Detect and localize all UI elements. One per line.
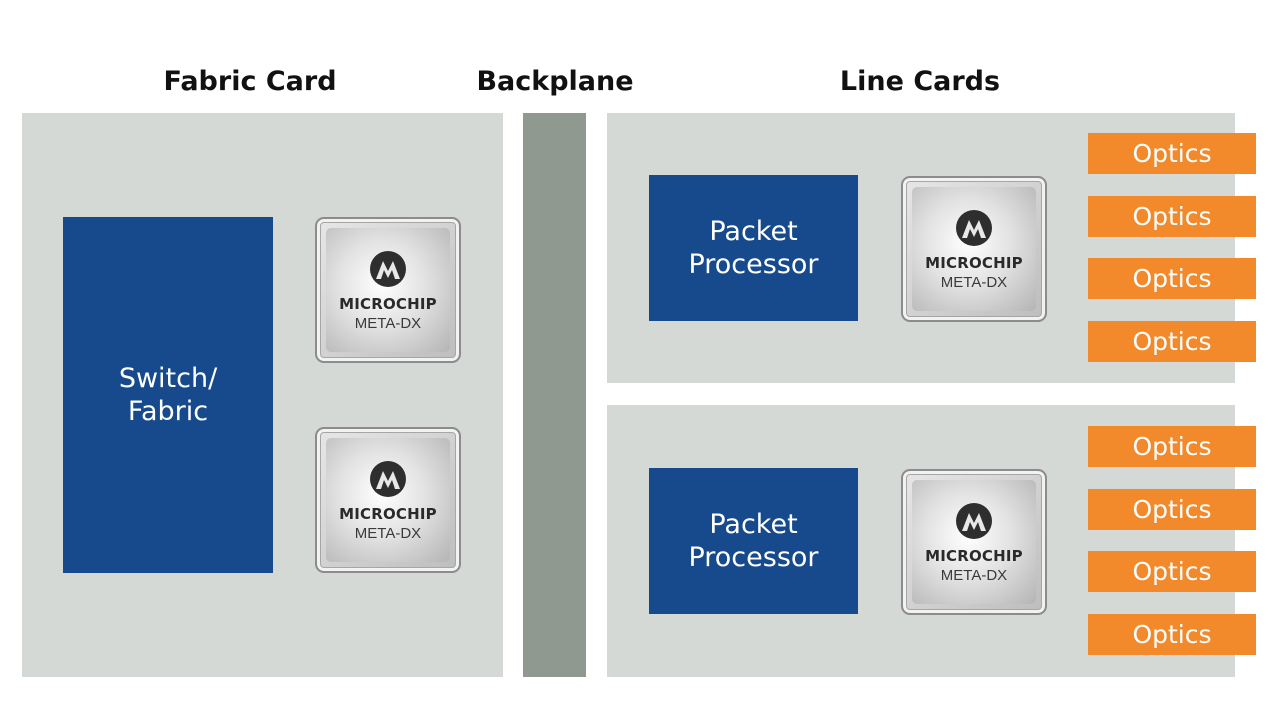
switch-fabric-label-line1: Switch/ bbox=[118, 363, 218, 394]
meta-dx-chip: MICROCHIP META-DX bbox=[315, 217, 461, 363]
packet-processor-block: Packet Processor bbox=[649, 175, 858, 321]
optics-module: Optics bbox=[1088, 133, 1256, 174]
optics-module: Optics bbox=[1088, 196, 1256, 237]
optics-module: Optics bbox=[1088, 614, 1256, 655]
chip-model-label: META-DX bbox=[940, 566, 1008, 584]
optics-module: Optics bbox=[1088, 321, 1256, 362]
backplane-heading: Backplane bbox=[476, 66, 634, 97]
microchip-logo-icon bbox=[954, 501, 994, 541]
chip-brand-label: MICROCHIP bbox=[925, 253, 1023, 272]
optics-module: Optics bbox=[1088, 258, 1256, 299]
line-card-panel: Packet Processor MICROCHIP META-DX bbox=[607, 405, 1235, 677]
meta-dx-chip: MICROCHIP META-DX bbox=[901, 469, 1047, 615]
fabric-card-panel: Switch/ Fabric MICROCHIP META-DX MICROCH… bbox=[22, 113, 503, 677]
packet-processor-label-line2: Processor bbox=[688, 542, 819, 573]
optics-module: Optics bbox=[1088, 426, 1256, 467]
backplane-bar bbox=[523, 113, 586, 677]
chip-brand-label: MICROCHIP bbox=[339, 504, 437, 523]
line-cards-heading: Line Cards bbox=[839, 66, 1001, 97]
microchip-logo-icon bbox=[368, 249, 408, 289]
chip-model-label: META-DX bbox=[940, 273, 1008, 291]
packet-processor-label-line1: Packet bbox=[709, 509, 798, 540]
switch-fabric-label-line2: Fabric bbox=[127, 396, 209, 427]
packet-processor-label-line2: Processor bbox=[688, 249, 819, 280]
microchip-logo-icon bbox=[368, 459, 408, 499]
fabric-card-heading: Fabric Card bbox=[163, 66, 337, 97]
chip-model-label: META-DX bbox=[354, 314, 422, 332]
packet-processor-block: Packet Processor bbox=[649, 468, 858, 614]
meta-dx-chip: MICROCHIP META-DX bbox=[901, 176, 1047, 322]
optics-module: Optics bbox=[1088, 551, 1256, 592]
chip-model-label: META-DX bbox=[354, 524, 422, 542]
microchip-logo-icon bbox=[954, 208, 994, 248]
optics-module: Optics bbox=[1088, 489, 1256, 530]
meta-dx-chip: MICROCHIP META-DX bbox=[315, 427, 461, 573]
switch-fabric-block: Switch/ Fabric bbox=[63, 217, 273, 573]
chip-brand-label: MICROCHIP bbox=[339, 294, 437, 313]
packet-processor-label-line1: Packet bbox=[709, 216, 798, 247]
chip-brand-label: MICROCHIP bbox=[925, 546, 1023, 565]
